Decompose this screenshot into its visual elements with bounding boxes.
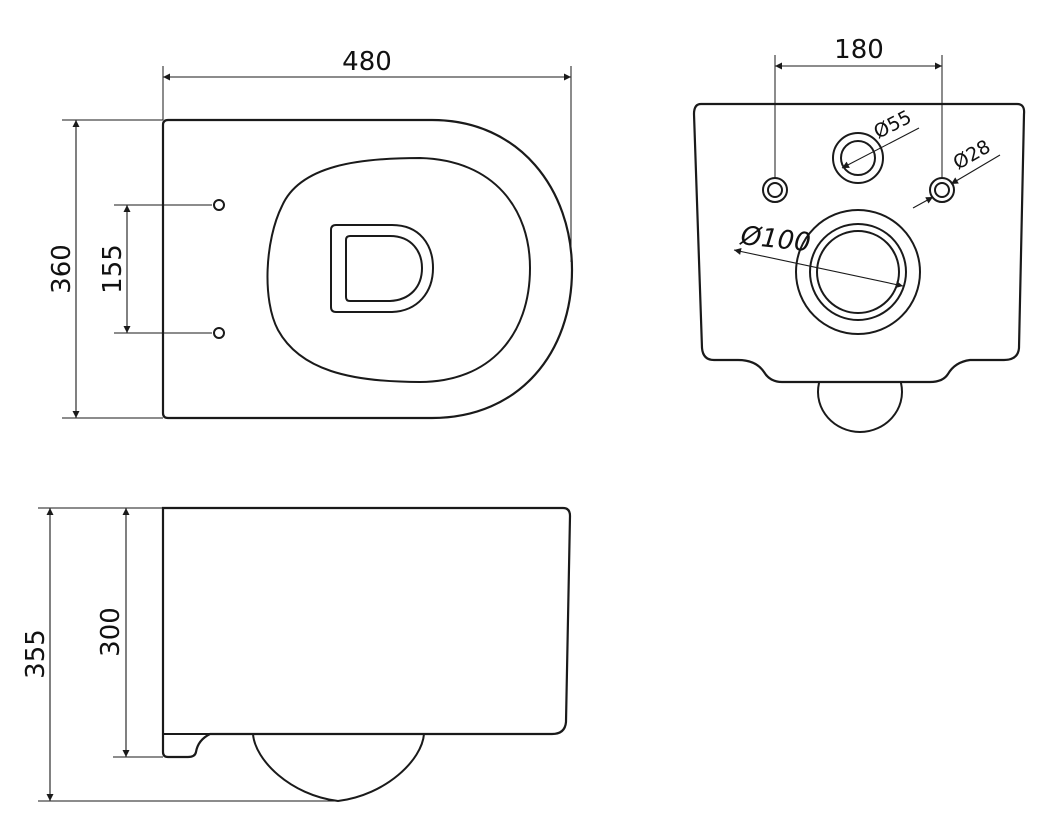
top-view: 480 360 155 <box>47 47 574 420</box>
dim-leader-55 <box>841 127 920 169</box>
dim-label-180: 180 <box>834 35 884 65</box>
dim-label-480: 480 <box>342 47 392 77</box>
rear-view: 180 Ø55 Ø28 Ø100 <box>692 35 1026 433</box>
dim-label-28: Ø28 <box>950 136 995 175</box>
dim-label-155: 155 <box>98 244 128 294</box>
dim-leader-28b <box>950 154 1001 185</box>
dim-label-360: 360 <box>47 244 77 294</box>
top-view-drain-inner <box>345 235 423 302</box>
rear-outlet-inner <box>816 230 900 314</box>
rear-inlet-outer <box>832 132 884 184</box>
dim-leader-100 <box>733 248 904 288</box>
dim-label-100: Ø100 <box>738 221 812 258</box>
top-view-outline <box>161 118 574 420</box>
rear-inlet-inner <box>840 140 876 176</box>
dim-label-55: Ø55 <box>870 106 915 143</box>
top-view-bowl-rim <box>266 157 531 383</box>
top-fixing-hole-upper <box>213 199 225 211</box>
rear-outlet-outer <box>795 209 921 335</box>
rear-bolt-right-inner <box>934 182 950 198</box>
rear-outlet-middle <box>809 223 907 321</box>
dim-label-355: 355 <box>21 629 51 679</box>
rear-bolt-left-inner <box>767 182 783 198</box>
rear-bolt-right-outer <box>929 177 955 203</box>
dim-leader-28 <box>912 196 934 209</box>
side-view: 355 300 <box>21 506 572 802</box>
side-view-trap <box>252 733 425 802</box>
rear-bolt-left-outer <box>762 177 788 203</box>
side-view-outline <box>161 506 572 759</box>
rear-view-outline <box>692 102 1026 384</box>
rear-view-trap <box>817 382 903 433</box>
top-fixing-hole-lower <box>213 327 225 339</box>
top-view-drain-outer <box>330 224 434 313</box>
dim-label-300: 300 <box>96 607 126 657</box>
